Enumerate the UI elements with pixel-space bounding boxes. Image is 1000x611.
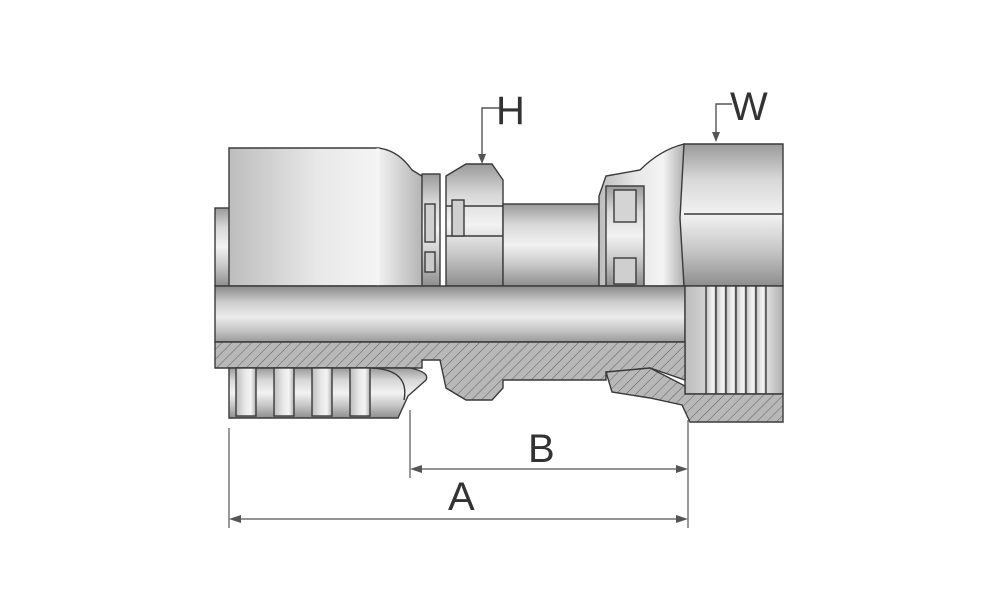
neck xyxy=(502,203,600,287)
hex-callout: H xyxy=(478,89,525,164)
socket-shell xyxy=(228,147,426,287)
bore xyxy=(214,285,686,343)
hex-size-label: H xyxy=(496,89,525,133)
hex-body xyxy=(445,163,504,287)
swivel-sleeve xyxy=(598,143,685,287)
hose-serrations xyxy=(228,367,428,419)
hose-socket xyxy=(214,147,441,287)
nut-size-label: W xyxy=(730,85,768,129)
nut-callout: W xyxy=(712,85,768,142)
length-b-label: B xyxy=(528,427,555,471)
swivel-nut xyxy=(679,143,784,287)
length-a-label: A xyxy=(448,475,475,519)
dimension-b: B xyxy=(410,427,688,473)
dimension-a: A xyxy=(229,475,688,523)
nut-threads xyxy=(684,285,784,395)
section-nut xyxy=(605,367,784,423)
section-stem xyxy=(214,341,686,401)
nut-hex xyxy=(679,143,784,287)
